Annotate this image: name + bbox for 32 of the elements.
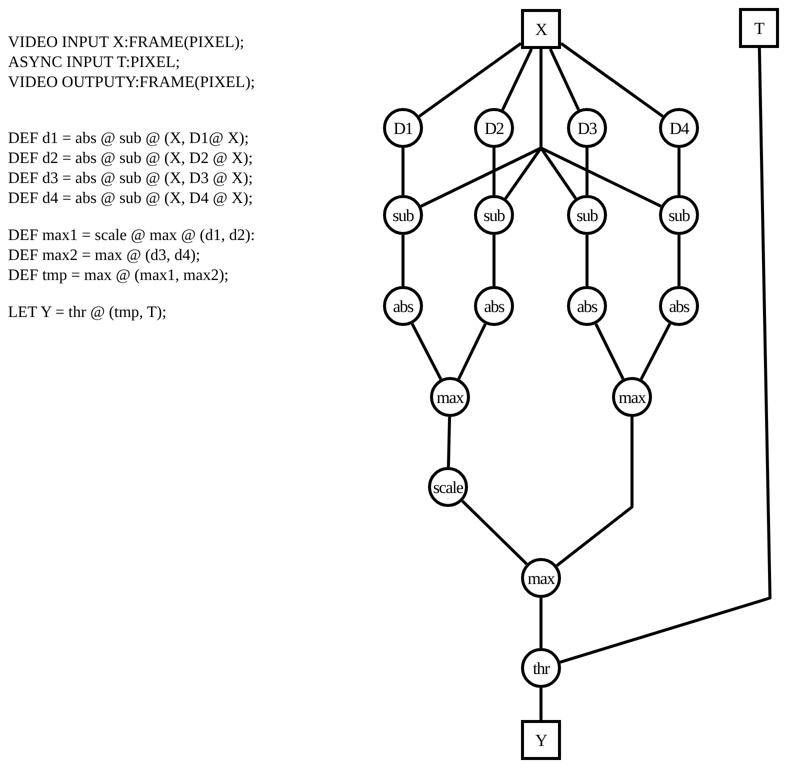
connector-line xyxy=(540,688,542,720)
code-line: DEF d4 = abs @ sub @ (X, D4 @ X); xyxy=(8,189,253,209)
connector-line xyxy=(402,235,404,286)
connector-line xyxy=(560,42,664,118)
connector-line xyxy=(418,42,522,118)
connector-line xyxy=(402,148,404,195)
connector-line xyxy=(446,416,452,468)
code-line: DEF tmp = max @ (max1, max2); xyxy=(8,266,229,286)
code-line: LET Y = thr @ (tmp, T); xyxy=(8,303,166,323)
code-line: ASYNC INPUT T:PIXEL; xyxy=(8,53,180,73)
code-line: VIDEO OUTPUTY:FRAME(PIXEL); xyxy=(8,73,255,93)
code-line: DEF max2 = max @ (d3, d4); xyxy=(8,246,200,266)
connector-line xyxy=(586,148,588,195)
connector-line xyxy=(678,148,680,195)
code-line: DEF d2 = abs @ sub @ (X, D2 @ X); xyxy=(8,149,253,169)
io-box: Y xyxy=(521,720,561,760)
connector-line xyxy=(501,48,533,111)
connector-line xyxy=(586,235,588,286)
connector-line xyxy=(492,148,496,195)
code-line: VIDEO INPUT X:FRAME(PIXEL); xyxy=(8,33,244,53)
code-line: DEF d3 = abs @ sub @ (X, D3 @ X); xyxy=(8,169,253,189)
connector-line xyxy=(560,48,772,664)
code-line: DEF max1 = scale @ max @ (d1, d2): xyxy=(8,226,255,246)
connector-line xyxy=(556,417,634,567)
io-box: X xyxy=(521,9,561,49)
connector-line xyxy=(461,500,528,566)
connector-line xyxy=(540,598,542,648)
connector-line xyxy=(548,48,580,110)
connector-line xyxy=(678,235,680,286)
connector-line xyxy=(492,235,496,286)
io-box: T xyxy=(739,8,779,48)
code-line: DEF d1 = abs @ sub @ (X, D1@ X); xyxy=(8,129,249,149)
